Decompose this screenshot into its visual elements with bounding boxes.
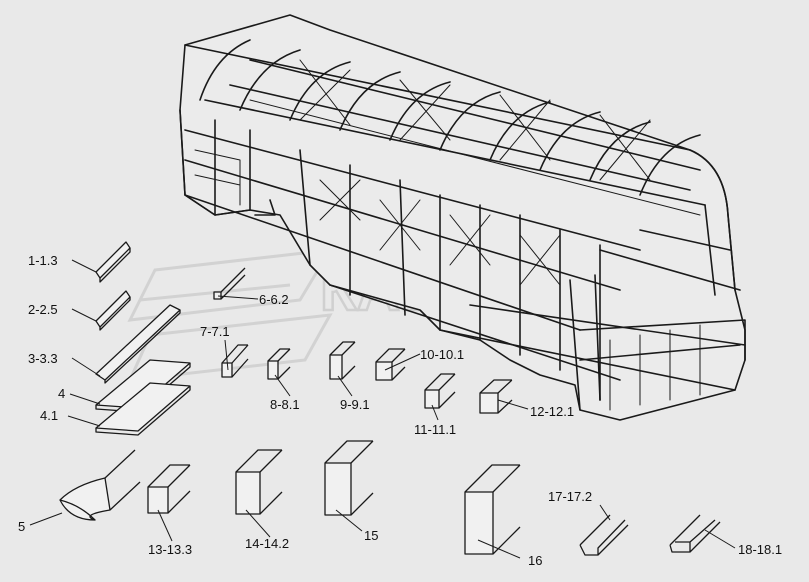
part-label-14: 14-14.2 — [245, 536, 289, 551]
part-label-15: 15 — [364, 528, 378, 543]
part-label-16: 16 — [528, 553, 542, 568]
part-15-profile — [324, 440, 374, 516]
part-label-17: 17-17.2 — [548, 489, 592, 504]
part-label-3: 3-3.3 — [28, 351, 58, 366]
part-13-profile — [147, 464, 191, 514]
part-label-6: 6-6.2 — [259, 292, 289, 307]
part-16-profile — [464, 464, 521, 555]
part-4-1-profile — [95, 382, 191, 436]
part-label-12: 12-12.1 — [530, 404, 574, 419]
part-label-9: 9-9.1 — [340, 397, 370, 412]
part-9-profile — [329, 341, 356, 380]
part-label-4: 4 — [58, 386, 65, 401]
part-7-profile — [221, 344, 249, 378]
part-10-profile — [375, 348, 406, 381]
part-label-1: 1-1.3 — [28, 253, 58, 268]
part-6-profile — [213, 267, 246, 300]
part-17-profile — [579, 514, 629, 556]
part-label-8: 8-8.1 — [270, 397, 300, 412]
part-8-profile — [267, 348, 291, 380]
part-label-10: 10-10.1 — [420, 347, 464, 362]
part-5-profile — [59, 449, 141, 521]
part-18-profile — [669, 514, 721, 553]
part-14-profile — [235, 449, 283, 515]
part-2-profile — [95, 290, 131, 331]
part-3-profile — [95, 304, 181, 384]
part-label-4-1: 4.1 — [40, 408, 58, 423]
part-label-7: 7-7.1 — [200, 324, 230, 339]
part-11-profile — [424, 373, 456, 409]
leader-lines — [29, 259, 736, 559]
part-1-profile — [95, 241, 131, 283]
part-label-13: 13-13.3 — [148, 542, 192, 557]
part-label-5: 5 — [18, 519, 25, 534]
part-labels: 1-1.3 2-2.5 3-3.3 4 4.1 5 6-6.2 7-7.1 8-… — [18, 253, 782, 568]
part-label-2: 2-2.5 — [28, 302, 58, 317]
part-label-18: 18-18.1 — [738, 542, 782, 557]
bus-frame-illustration — [179, 14, 746, 421]
part-12-profile — [479, 379, 513, 414]
part-label-11: 11-11.1 — [414, 422, 456, 437]
